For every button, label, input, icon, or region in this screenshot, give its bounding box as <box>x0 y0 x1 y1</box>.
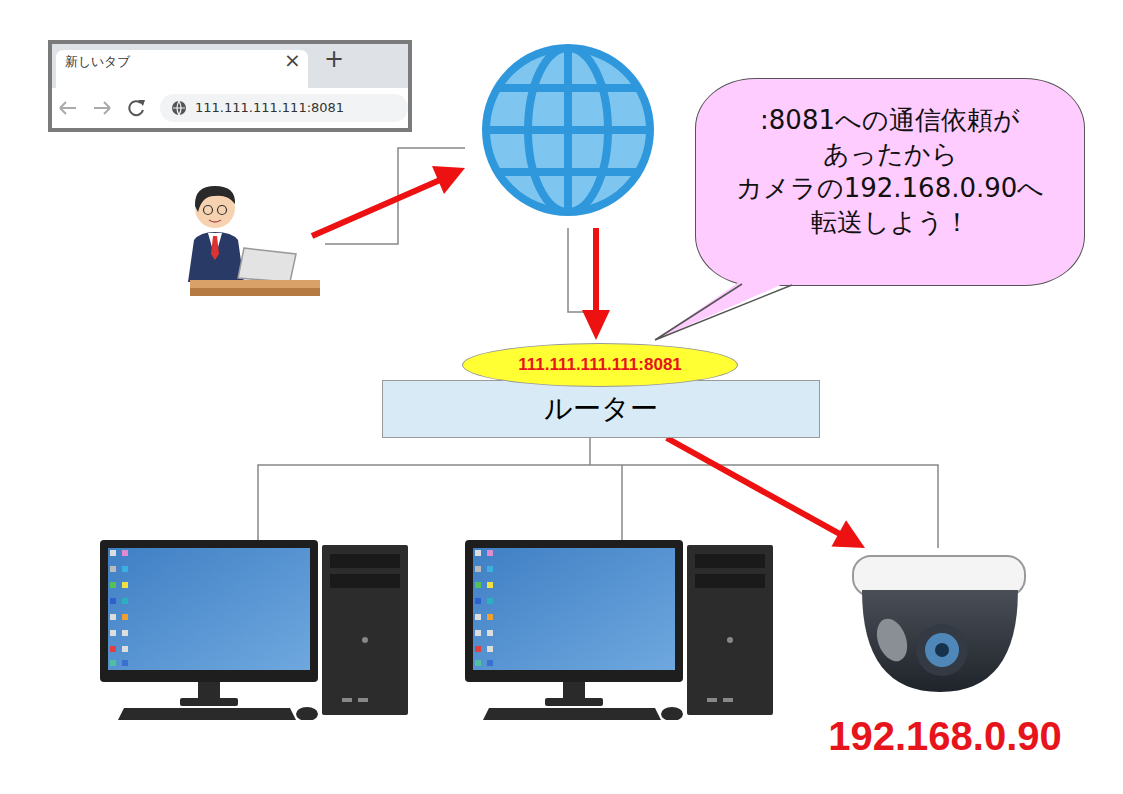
node-text: ルーター <box>544 390 658 428</box>
speech-bubble-tail <box>655 284 792 340</box>
camera-node: 192.168.0.90 <box>795 548 1095 763</box>
lan-wire <box>258 438 938 548</box>
node-text: 192.168.0.90 <box>828 714 1062 759</box>
node-text: :8081への通信依頼が あったから カメラの192.168.0.90へ 転送し… <box>720 104 1060 239</box>
node-text: 111.111.111.111:8081 <box>195 101 344 114</box>
node-text: 新しいタブ <box>65 55 130 68</box>
node-text: + <box>324 47 344 71</box>
dome-camera <box>853 556 1025 692</box>
desktop-pc <box>100 540 408 721</box>
person-at-laptop <box>188 186 320 296</box>
arrow-head <box>831 520 865 548</box>
arrow-line <box>667 438 841 534</box>
speech-bubble: :8081への通信依頼が あったから カメラの192.168.0.90へ 転送し… <box>695 78 1085 286</box>
flow-arrow <box>667 438 865 548</box>
thin-line <box>325 148 465 244</box>
desktop-pc <box>465 540 773 721</box>
flow-arrow <box>312 166 610 340</box>
speech-bubble-tail <box>655 280 792 340</box>
node-text: 111.111.111.111:8081 <box>518 355 682 375</box>
address-ellipse: 111.111.111.111:8081 <box>462 343 738 387</box>
browser-chrome <box>52 44 408 128</box>
node-text: × <box>284 50 301 70</box>
internet-globe <box>480 40 656 220</box>
router-box: ルーター <box>382 380 820 438</box>
browser-window: 新しいタブ × +111.111.111.111:8081 <box>48 40 412 132</box>
